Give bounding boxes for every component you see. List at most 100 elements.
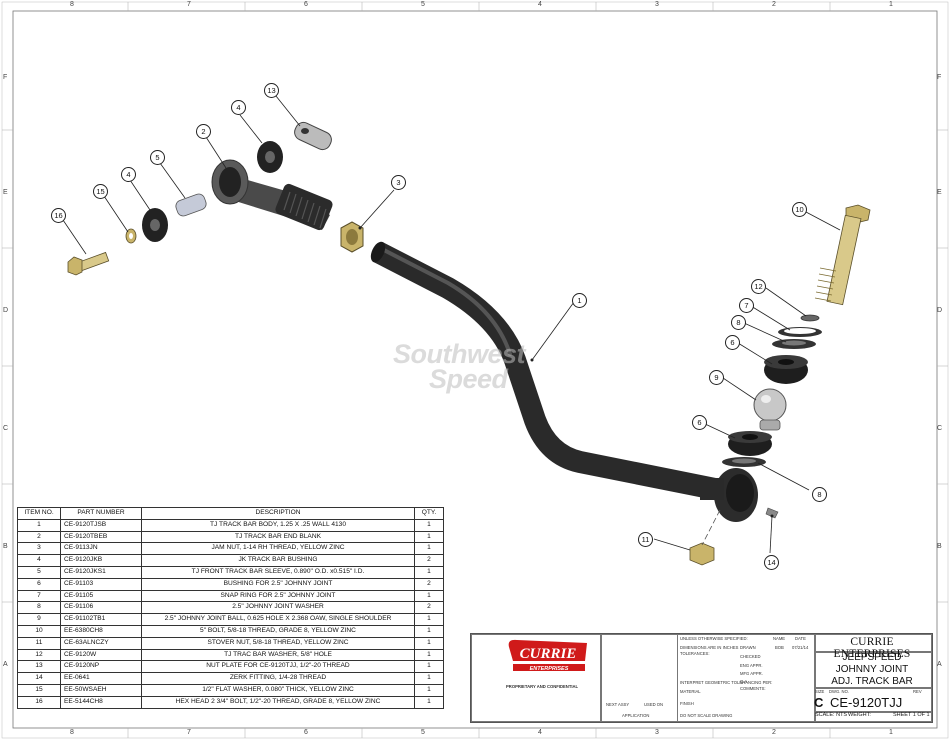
title-line-2: JOHNNY JOINT — [835, 664, 909, 675]
nut-plate — [294, 121, 332, 151]
zone-label: 7 — [187, 729, 191, 736]
bom-qty: 1 — [414, 648, 444, 662]
dwg-no-label: DWG. NO. — [829, 689, 850, 694]
drawn-date-value: 07/21/14 — [792, 645, 809, 650]
balloon-item-4: 4 — [121, 167, 136, 182]
bom-part-number: CE-63ALNCZY — [60, 636, 142, 650]
zone-label: C — [937, 425, 943, 432]
balloon-item-9: 9 — [709, 370, 724, 385]
johnny-joint-housing — [700, 468, 758, 522]
bom-item: 11 — [17, 636, 61, 650]
bom-item: 5 — [17, 565, 61, 579]
zone-label: 7 — [187, 1, 191, 8]
balloon-item-11: 11 — [638, 532, 653, 547]
eng-appr-label: ENG APPR. — [740, 663, 763, 668]
bushing-lower — [142, 208, 168, 242]
zone-label: 1 — [889, 1, 893, 8]
bom-qty: 2 — [414, 577, 444, 591]
bom-header-part: PART NUMBER — [60, 507, 142, 520]
balloon-item-6: 6 — [692, 415, 707, 430]
dwg-cell — [815, 688, 932, 712]
scale-cell — [815, 712, 932, 722]
bom-part-number: EE-50WSAEH — [60, 683, 142, 697]
bom-description: SNAP RING FOR 2.5" JOHNNY JOINT — [141, 589, 415, 603]
zone-label: E — [3, 189, 8, 196]
flat-washer — [125, 228, 137, 244]
rev-label: REV — [913, 689, 922, 694]
zone-label: 8 — [70, 1, 74, 8]
bom-part-number: EE-0641 — [60, 672, 142, 685]
balloon-item-6: 6 — [725, 335, 740, 350]
bom-item: 1 — [17, 518, 61, 532]
logo-text: CURRIE — [520, 646, 577, 662]
company-name: CURRIE ENTERPRISES — [833, 636, 911, 660]
bom-description: NUT PLATE FOR CE-9120TJJ, 1/2"-20 THREAD — [141, 660, 415, 674]
bolt-5in — [814, 204, 871, 306]
finish-label: FINISH — [680, 701, 694, 706]
bom-description: 5" BOLT, 5/8-18 THREAD, GRADE 8, YELLOW … — [141, 624, 415, 638]
balloon-item-15: 15 — [93, 184, 108, 199]
name-column-label: NAME — [773, 636, 786, 641]
balloon-item-14: 14 — [764, 555, 779, 570]
bom-qty: 1 — [414, 683, 444, 697]
dwg-no-value: CE-9120TJJ — [830, 695, 903, 710]
zone-label: A — [937, 661, 942, 668]
bom-part-number: EE-5144CH8 — [60, 695, 142, 709]
sleeve — [175, 193, 207, 217]
trac-bar-washer — [800, 314, 820, 322]
do-not-scale-label: DO NOT SCALE DRAWING — [680, 713, 733, 718]
bom-part-number: CE-9120JKB — [60, 554, 142, 567]
centerline — [701, 509, 721, 546]
balloon-item-5: 5 — [150, 150, 165, 165]
bom-description: JK TRACK BAR BUSHING — [141, 554, 415, 567]
snap-ring — [778, 327, 822, 337]
bom-item: 6 — [17, 577, 61, 591]
bom-qty: 1 — [414, 660, 444, 674]
zerk-fitting — [765, 507, 779, 519]
title-cell — [815, 652, 932, 688]
bom-description: TJ FRONT TRACK BAR SLEEVE, 0.890" O.D. x… — [141, 565, 415, 579]
bom-qty: 1 — [414, 672, 444, 685]
bom-description: TJ TRAC BAR WASHER, 5/8" HOLE — [141, 648, 415, 662]
bom-part-number: CE-9120TBEB — [60, 530, 142, 544]
bom-item: 2 — [17, 530, 61, 544]
joint-bushing-lower — [728, 431, 772, 456]
balloon-item-2: 2 — [196, 124, 211, 139]
bom-description: STOVER NUT, 5/8-18 THREAD, YELLOW ZINC — [141, 636, 415, 650]
balloon-item-13: 13 — [264, 83, 279, 98]
bom-part-number: CE-9120W — [60, 648, 142, 662]
bom-description: 2.5" JOHNNY JOINT WASHER — [141, 601, 415, 615]
scale-value: SCALE: NTS — [815, 712, 848, 718]
zone-label: 3 — [655, 1, 659, 8]
zone-label: D — [937, 307, 943, 314]
proprietary-label: PROPRIETARY AND CONFIDENTIAL — [506, 684, 579, 689]
zone-label: C — [3, 425, 9, 432]
bom-header-desc: DESCRIPTION — [141, 507, 415, 520]
bom-part-number: CE-91103 — [60, 577, 142, 591]
unless-specified-label: UNLESS OTHERWISE SPECIFIED: — [680, 636, 748, 641]
title-line-1: JEEPSPEED — [842, 652, 902, 663]
zone-label: 1 — [889, 729, 893, 736]
bom-item: 13 — [17, 660, 61, 674]
zone-label: 4 — [538, 729, 542, 736]
bom-item: 4 — [17, 554, 61, 567]
zone-label: 6 — [304, 729, 308, 736]
joint-washer-lower — [722, 457, 766, 467]
material-label: MATERIAL — [680, 689, 701, 694]
balloon-item-8: 8 — [812, 487, 827, 502]
mfg-appr-label: MFG APPR. — [740, 671, 763, 676]
bom-qty: 2 — [414, 554, 444, 567]
bom-item: 16 — [17, 695, 61, 709]
zone-label: 8 — [70, 729, 74, 736]
